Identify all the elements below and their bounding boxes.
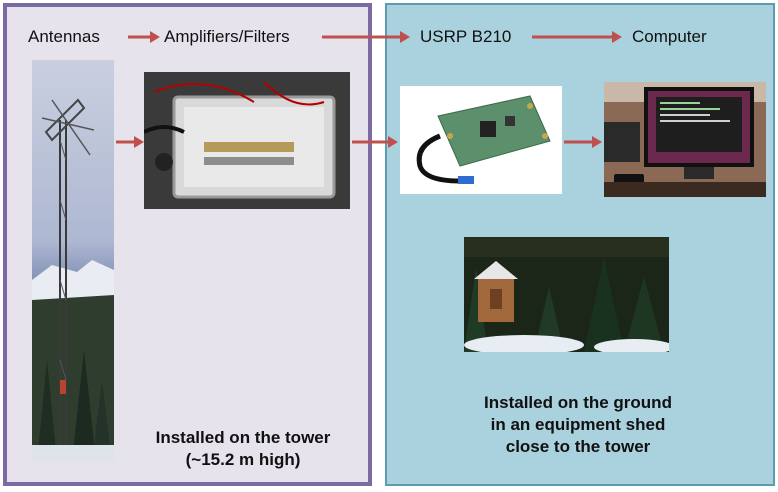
antenna-tower-photo — [32, 60, 114, 462]
antennas-label: Antennas — [28, 27, 100, 46]
arrow-tower-to-box — [116, 136, 144, 148]
arrow-antennas-to-amplifiers — [128, 31, 160, 43]
amplifiers-filters-label: Amplifiers/Filters — [164, 27, 290, 46]
ground-caption-line-1: Installed on the ground — [484, 393, 672, 412]
usrp-board-photo — [400, 86, 562, 194]
arrow-box-to-usrp — [352, 136, 398, 148]
ground-caption-line-2: in an equipment shed — [490, 415, 666, 434]
ground-caption-line-3: close to the tower — [505, 437, 651, 456]
computer-photo — [604, 82, 766, 197]
computer-label: Computer — [632, 27, 707, 46]
tower-caption: Installed on the tower (~15.2 m high) — [128, 427, 358, 471]
tower-caption-line-2: (~15.2 m high) — [185, 450, 301, 469]
ground-caption: Installed on the ground in an equipment … — [440, 392, 716, 458]
arrow-amplifiers-to-usrp — [322, 31, 410, 43]
equipment-shed-photo — [464, 237, 669, 352]
arrow-usrp-to-pc — [564, 136, 602, 148]
usrp-label: USRP B210 — [420, 27, 512, 46]
tower-caption-line-1: Installed on the tower — [155, 428, 331, 447]
arrow-usrp-to-computer — [532, 31, 622, 43]
amplifier-box-photo — [144, 72, 350, 209]
